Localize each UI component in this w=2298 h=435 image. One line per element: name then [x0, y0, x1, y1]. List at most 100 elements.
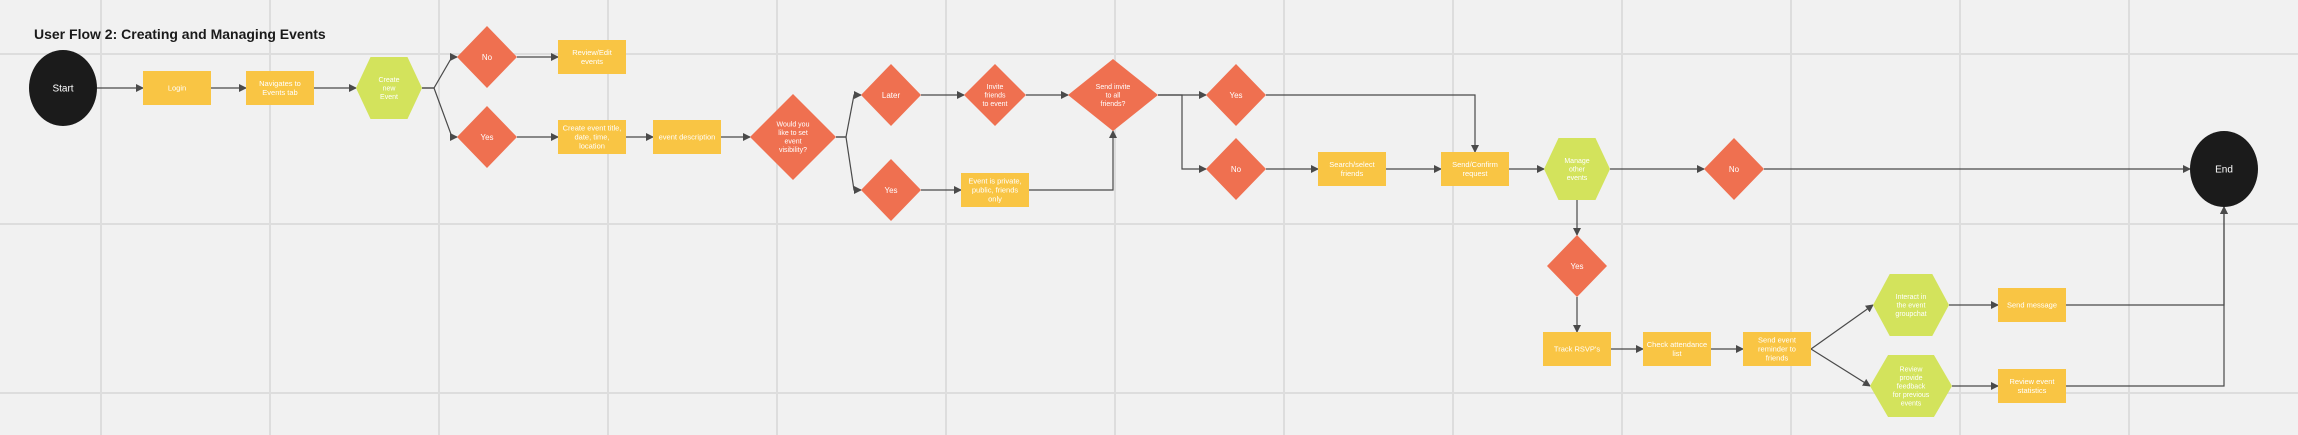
node-label: No [482, 53, 493, 62]
terminal-shape [2190, 131, 2258, 207]
node-label: End [2215, 165, 2233, 176]
node-label: Review event [2009, 377, 2055, 386]
node-label: Yes [1570, 262, 1583, 271]
node-title_date[interactable]: Create event title,date, time,location [558, 120, 626, 154]
node-no3[interactable]: No [1704, 138, 1764, 200]
decision-shape [457, 106, 517, 168]
hexagon-shape [1870, 355, 1952, 417]
node-send_msg[interactable]: Send message [1998, 288, 2066, 322]
node-label: friends [1766, 354, 1789, 363]
decision-shape [1547, 235, 1607, 297]
decision-shape [750, 94, 836, 180]
decision-shape [964, 64, 1026, 126]
action-shape [1643, 332, 1711, 366]
node-label: Login [168, 84, 186, 93]
node-no2[interactable]: No [1206, 138, 1266, 200]
action-shape [1318, 152, 1386, 186]
hexagon-shape [356, 57, 422, 119]
node-label: Would you [777, 122, 810, 129]
node-label: only [988, 195, 1002, 204]
node-label: Create [378, 77, 399, 84]
node-label: friends? [1101, 101, 1126, 108]
node-login[interactable]: Login [143, 71, 211, 105]
node-label: No [1231, 165, 1242, 174]
diagram-title: User Flow 2: Creating and Managing Event… [34, 26, 326, 42]
node-label: new [383, 85, 397, 92]
node-label: Events tab [262, 88, 297, 97]
node-label: Event is private, [968, 177, 1021, 186]
connector-stats-to-end [2066, 206, 2228, 387]
node-no1[interactable]: No [457, 26, 517, 88]
node-label: to event [983, 101, 1008, 108]
node-label: event [784, 139, 801, 146]
node-label: Track RSVP's [1554, 345, 1600, 354]
node-label: Send invite [1096, 84, 1131, 91]
node-label: Send/Confirm [1452, 160, 1498, 169]
node-label: Manage [1564, 158, 1589, 165]
action-shape [1543, 332, 1611, 366]
node-label: to all [1106, 92, 1121, 99]
terminal-shape [29, 50, 97, 126]
node-label: No [1729, 165, 1740, 174]
node-label: Invite [987, 84, 1004, 91]
node-label: visibility? [779, 147, 807, 154]
node-label: Yes [884, 186, 897, 195]
decision-shape [1704, 138, 1764, 200]
node-label: friends [984, 92, 1006, 99]
decision-shape [861, 64, 921, 126]
action-shape [653, 120, 721, 154]
node-label: Event [380, 94, 398, 101]
node-label: location [579, 142, 605, 151]
node-label: Send message [2007, 301, 2057, 310]
connector-private-to-send_all [1029, 130, 1117, 191]
action-shape [558, 120, 626, 154]
node-track[interactable]: Track RSVP's [1543, 332, 1611, 366]
node-yes1[interactable]: Yes [457, 106, 517, 168]
node-label: Later [882, 91, 901, 100]
action-shape [1998, 288, 2066, 322]
node-yes4[interactable]: Yes [1547, 235, 1607, 297]
node-description[interactable]: event description [653, 120, 721, 154]
node-yes3[interactable]: Yes [1206, 64, 1266, 126]
connector-reminder-to-interact [1810, 304, 1874, 350]
node-label: events [1901, 400, 1922, 407]
node-label: provide [1900, 375, 1923, 382]
flow-connectors [97, 53, 2228, 390]
action-shape [961, 173, 1029, 207]
node-label: Yes [480, 133, 493, 142]
node-later[interactable]: Later [861, 64, 921, 126]
action-shape [1998, 369, 2066, 403]
node-label: Search/select [1329, 160, 1375, 169]
node-label: like to set [778, 130, 808, 137]
node-yes2[interactable]: Yes [861, 159, 921, 221]
node-label: Interact in [1896, 294, 1927, 301]
node-label: the event [1897, 302, 1926, 309]
action-shape [558, 40, 626, 74]
node-start[interactable]: Start [29, 50, 97, 126]
node-label: Send event [1758, 336, 1797, 345]
node-end[interactable]: End [2190, 131, 2258, 207]
decision-shape [1068, 59, 1158, 131]
node-label: Navigates to [259, 79, 301, 88]
connector-send_msg-to-end [2066, 206, 2228, 306]
action-shape [143, 71, 211, 105]
hexagon-shape [1544, 138, 1610, 200]
decision-shape [1206, 64, 1266, 126]
node-label: Review/Edit [572, 48, 613, 57]
